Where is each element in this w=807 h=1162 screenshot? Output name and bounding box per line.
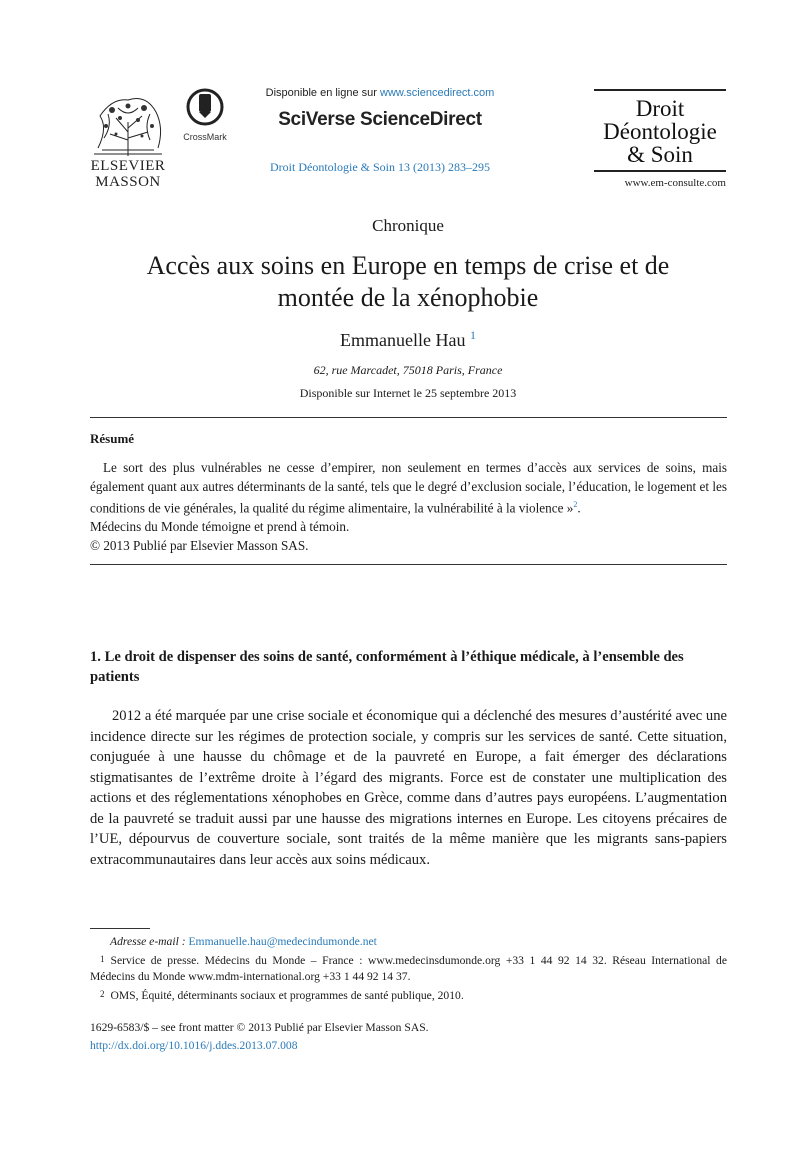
available-online-prefix: Disponible en ligne sur [265, 87, 377, 99]
email-link[interactable]: Emmanuelle.hau@medecindumonde.net [188, 935, 377, 948]
available-online-line: Disponible en ligne sur www.sciencedirec… [230, 87, 530, 99]
footnote-email: Adresse e-mail : Emmanuelle.hau@medecind… [90, 934, 727, 950]
issn-line: 1629-6583/$ – see front matter © 2013 Pu… [90, 1021, 429, 1034]
author-footnote-mark[interactable]: 1 [469, 328, 476, 342]
crossmark-badge[interactable]: CrossMark [180, 88, 230, 142]
journal-citation[interactable]: Droit Déontologie & Soin 13 (2013) 283–2… [270, 160, 490, 174]
elsevier-wordmark: ELSEVIER [90, 158, 166, 174]
footnote-1-text: Service de presse. Médecins du Monde – F… [90, 954, 727, 983]
email-label: Adresse e-mail : [110, 935, 186, 948]
footnote-2-mark: 2 [100, 989, 105, 999]
crossmark-label: CrossMark [183, 132, 227, 142]
journal-logo-line2: Déontologie [603, 119, 717, 144]
divider-bottom [90, 564, 727, 565]
masson-wordmark: MASSON [95, 174, 161, 190]
journal-logo-bottom-rule [594, 170, 726, 172]
journal-logo-title: Droit Déontologie & Soin [594, 91, 726, 170]
article-title: Accès aux soins en Europe en temps de cr… [90, 250, 726, 314]
author-affiliation: 62, rue Marcadet, 75018 Paris, France [313, 363, 503, 377]
footnote-2: 2 OMS, Équité, déterminants sociaux et pr… [90, 986, 727, 1004]
section-body: 2012 a été marquée par une crise sociale… [90, 708, 727, 868]
abstract-text: Le sort des plus vulnérables ne cesse d’… [90, 460, 727, 516]
platform-name: SciVerse ScienceDirect [278, 109, 482, 130]
author-name: Emmanuelle Hau [340, 330, 466, 350]
section-heading: 1. Le droit de dispenser des soins de sa… [90, 649, 684, 685]
footnote-rule [90, 928, 150, 929]
divider-top [90, 417, 727, 418]
journal-logo: Droit Déontologie & Soin www.em-consulte… [594, 89, 726, 189]
journal-logo-line1: Droit [635, 96, 685, 121]
journal-logo-top-rule [594, 89, 726, 91]
footnote-1-mark: 1 [100, 954, 105, 964]
abstract-footnote-mark[interactable]: 2 [573, 500, 578, 510]
online-date: Disponible sur Internet le 25 septembre … [299, 386, 517, 400]
abstract-heading: Résumé [90, 431, 135, 446]
crossmark-icon [186, 88, 224, 126]
article-title-line2: montée de la xénophobie [277, 283, 539, 312]
abstract-text-end: . [577, 500, 581, 516]
elsevier-masson-logo: ELSEVIER MASSON [88, 88, 168, 192]
abstract-line2: Médecins du Monde témoigne et prend à té… [90, 519, 350, 535]
sciencedirect-link[interactable]: www.sciencedirect.com [380, 87, 495, 99]
journal-logo-line3: & Soin [627, 142, 693, 167]
article-type: Chronique [372, 216, 444, 235]
elsevier-tree-icon [88, 88, 168, 158]
abstract-body: Le sort des plus vulnérables ne cesse d’… [90, 459, 727, 555]
journal-url[interactable]: www.em-consulte.com [624, 177, 726, 189]
author-line: Emmanuelle Hau 1 [90, 328, 726, 351]
footnote-2-text: OMS, Équité, déterminants sociaux et pro… [110, 989, 464, 1002]
abstract-copyright: © 2013 Publié par Elsevier Masson SAS. [90, 537, 309, 553]
article-title-line1: Accès aux soins en Europe en temps de cr… [146, 251, 670, 280]
doi-link[interactable]: http://dx.doi.org/10.1016/j.ddes.2013.07… [90, 1039, 298, 1052]
abstract-paragraph: Le sort des plus vulnérables ne cesse d’… [90, 459, 727, 518]
